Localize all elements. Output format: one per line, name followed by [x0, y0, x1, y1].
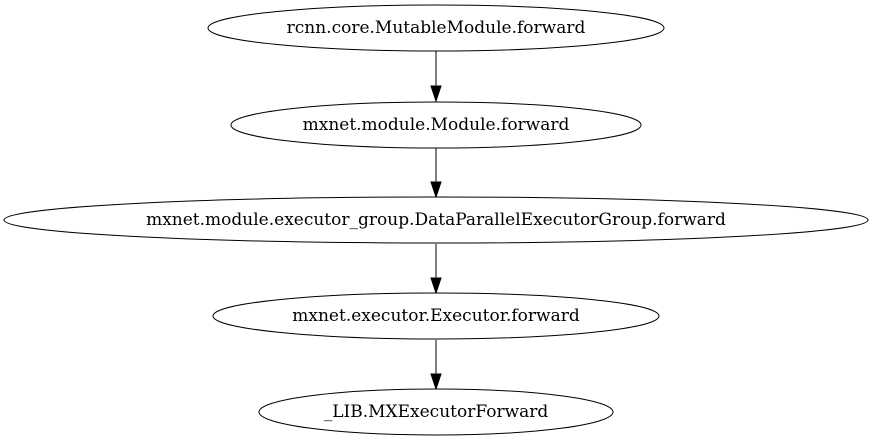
node-executor-group-forward: mxnet.module.executor_group.DataParallel…	[3, 196, 869, 244]
edge-n2-n3	[430, 148, 442, 199]
edge-n1-n2	[430, 51, 442, 103]
node-executor-forward: mxnet.executor.Executor.forward	[212, 292, 660, 340]
edge-n3-n4	[430, 244, 442, 295]
node-label: mxnet.module.executor_group.DataParallel…	[146, 210, 726, 230]
node-label: mxnet.module.Module.forward	[303, 115, 570, 135]
node-label: mxnet.executor.Executor.forward	[292, 306, 580, 326]
node-lib-mxexecutorforward: _LIB.MXExecutorForward	[258, 388, 614, 436]
node-label: _LIB.MXExecutorForward	[324, 402, 549, 422]
edge-n4-n5	[430, 340, 442, 391]
node-module-forward: mxnet.module.Module.forward	[230, 101, 642, 149]
node-mutablemodule-forward: rcnn.core.MutableModule.forward	[207, 4, 665, 52]
node-label: rcnn.core.MutableModule.forward	[287, 18, 586, 38]
